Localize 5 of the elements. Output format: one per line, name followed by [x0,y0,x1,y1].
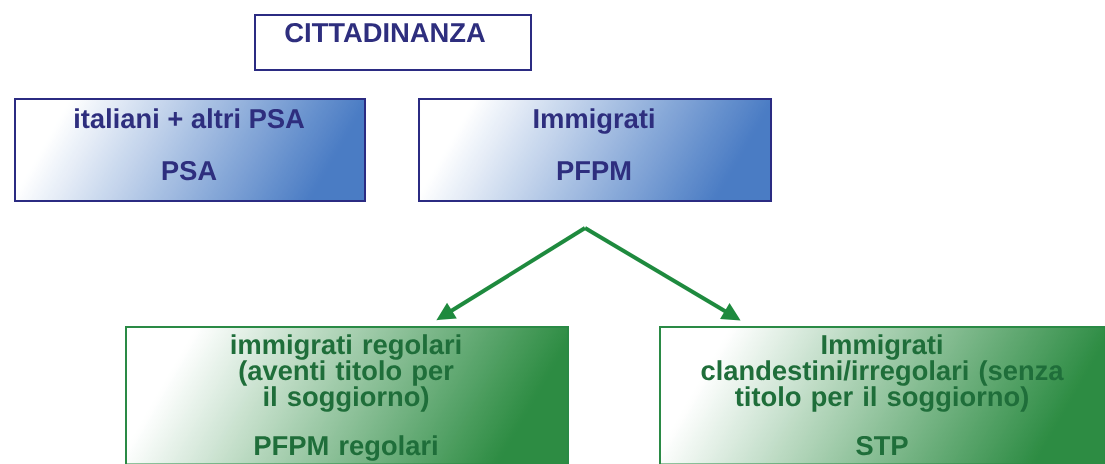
process-box: italiani + altri PSA PSA [14,98,366,202]
process-box: Immigrati PFPM [418,98,772,202]
process-box: Immigrati clandestini/irregolari (senza titolo per il soggiorno) STP [659,326,1105,464]
process-box: CITTADINANZA [254,14,532,71]
process-box: immigrati regolari (aventi titolo per il soggiorno) PFPM regolari [125,326,569,464]
